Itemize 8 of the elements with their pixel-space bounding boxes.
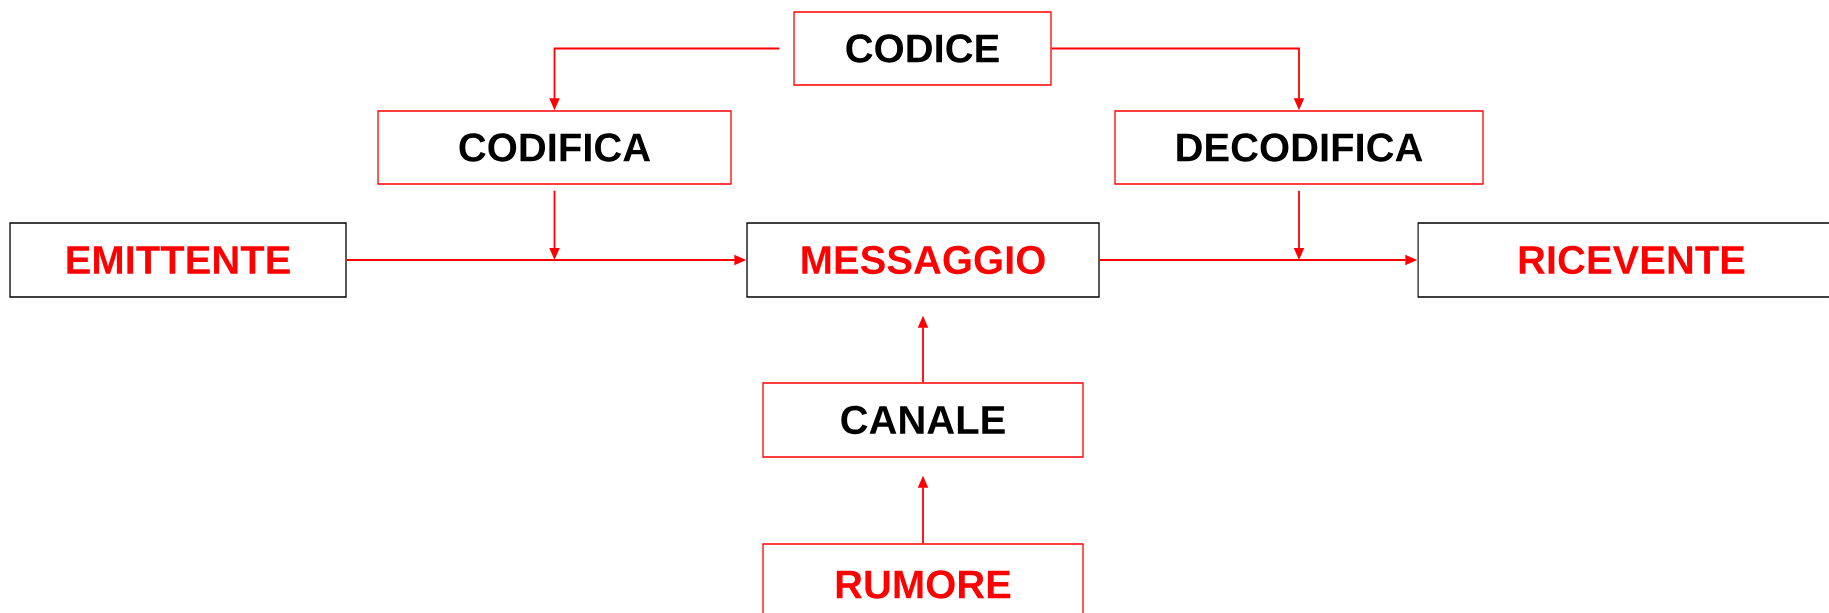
label-box: MESSAGGIO [746,222,1100,298]
label-box: CODICE [793,11,1052,86]
label-box: CODIFICA [377,110,732,185]
label-box: RUMORE [762,543,1084,613]
label-box: CANALE [762,382,1084,458]
label-box: EMITTENTE [9,222,347,298]
label-box: RICEVENTE [1417,222,1829,298]
label-box: DECODIFICA [1114,110,1484,185]
